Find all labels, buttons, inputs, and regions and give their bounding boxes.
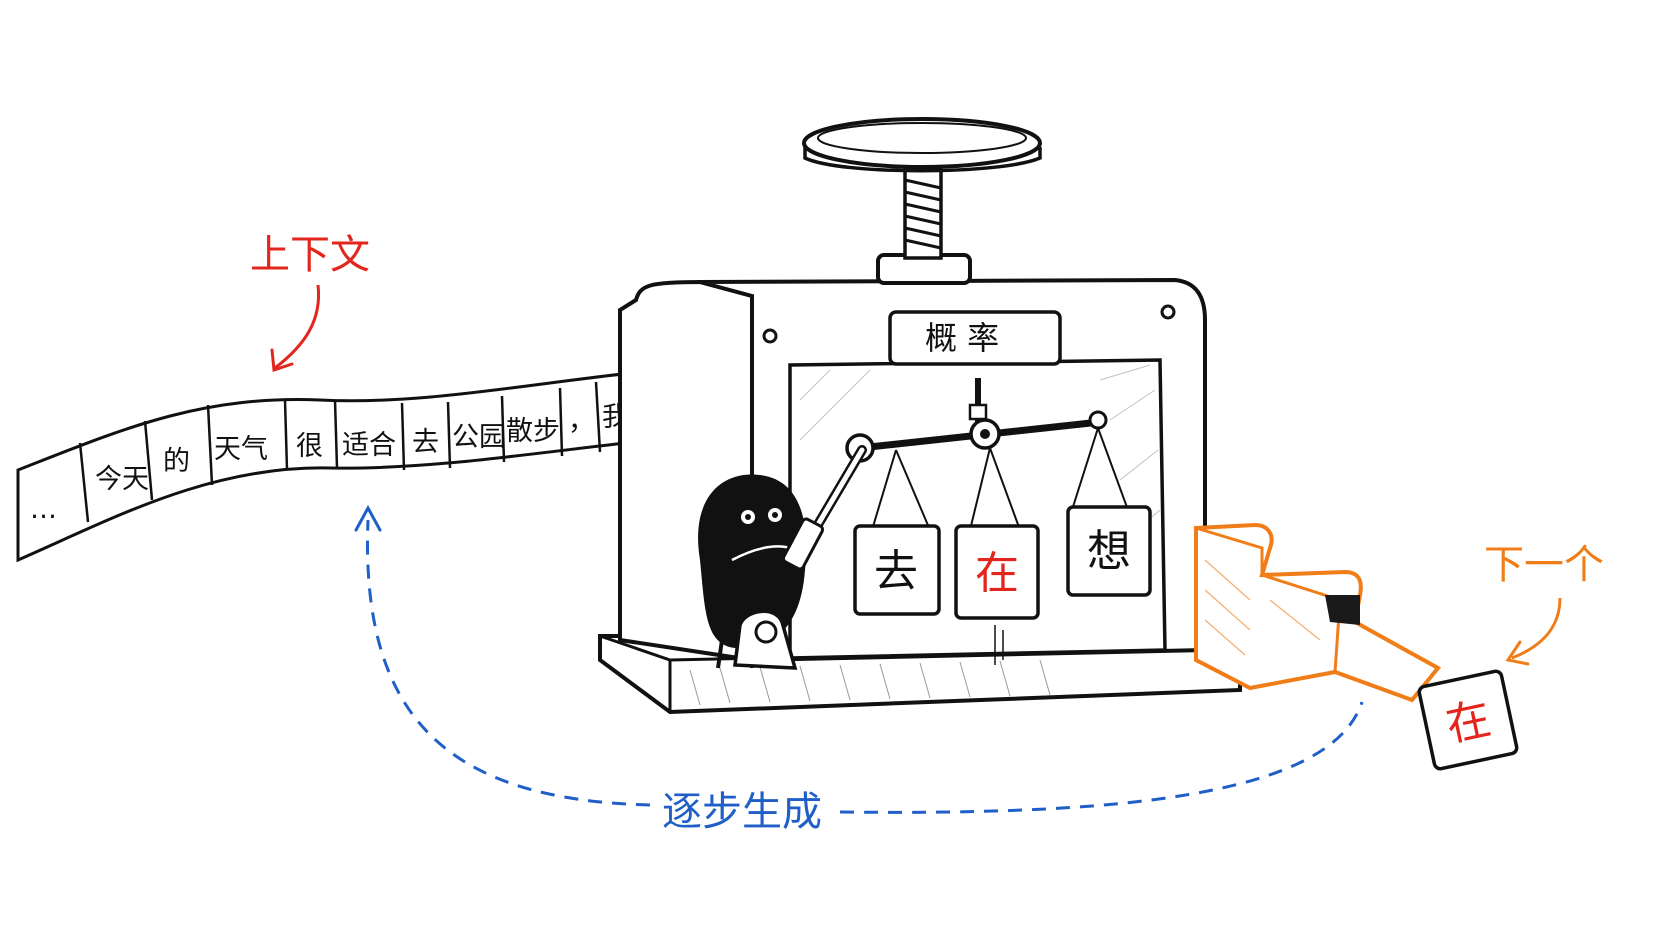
next-arrow: [1511, 597, 1562, 660]
screw-threads: [904, 178, 942, 250]
candidate-card-2: 想: [1066, 505, 1152, 597]
tape-cell-8: 散步: [506, 416, 560, 447]
output-token: 在: [1442, 693, 1496, 752]
tape-cell-dividers: [78, 381, 602, 523]
tape-cell-2: 的: [163, 446, 190, 477]
context-tape: … 今天 的 天气 很 适合 去 公园 散步 ， 我: [16, 364, 684, 563]
drop-motion-lines: [994, 625, 1004, 665]
output-chute: [1194, 522, 1442, 703]
probability-machine: 概 率 去 在: [598, 117, 1242, 715]
context-arrow: [274, 284, 321, 370]
candidate-card-0: 去: [853, 524, 941, 616]
tape-cell-5: 适合: [342, 430, 396, 461]
context-label: 上下文: [250, 232, 370, 278]
rivet: [1160, 304, 1176, 320]
candidate-card-1: 在: [954, 524, 1040, 665]
stepwise-label: 逐步生成: [662, 789, 822, 835]
output-token-card: 在: [1417, 669, 1519, 771]
next-annotation: 下一个: [1484, 542, 1604, 666]
hand-wheel: [802, 117, 1042, 169]
tape-cell-4: 很: [296, 431, 323, 462]
machine-plate: [888, 310, 1062, 366]
candidate-token-1: 在: [975, 548, 1019, 599]
loop-arrow-right: [839, 701, 1364, 814]
card-strings: [871, 427, 1129, 531]
tape-cell-9: ，: [568, 406, 595, 437]
loop-annotation: 逐步生成: [354, 504, 1364, 835]
rivet: [762, 328, 778, 344]
context-annotation: 上下文: [250, 232, 370, 373]
tape-cell-1: 今天: [95, 464, 149, 495]
tape-cell-3: 天气: [214, 434, 268, 465]
candidate-token-2: 想: [1087, 526, 1131, 577]
loop-arrow-left: [366, 519, 651, 807]
tape-cell-0: …: [30, 494, 57, 525]
next-label: 下一个: [1484, 542, 1604, 588]
tape-cell-6: 去: [412, 427, 439, 458]
lever: [733, 445, 867, 670]
tape-cell-7: 公园: [452, 422, 506, 453]
machine-plate-label: 概 率: [925, 319, 999, 357]
candidate-token-0: 去: [874, 546, 918, 597]
